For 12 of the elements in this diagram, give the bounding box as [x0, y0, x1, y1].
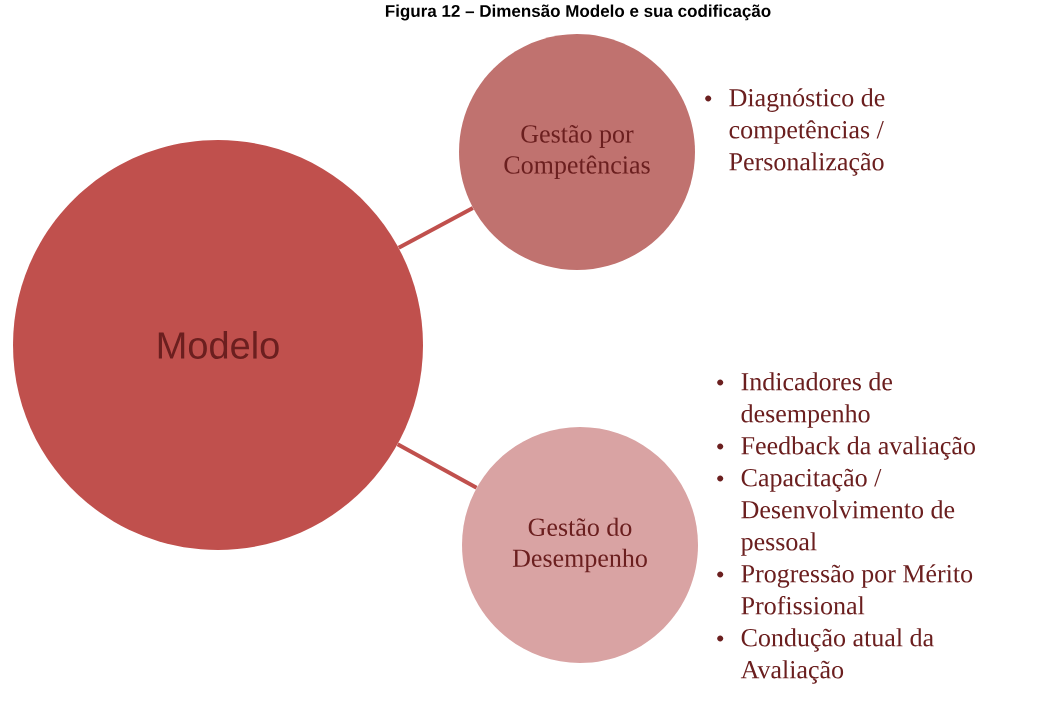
connector-line [396, 442, 478, 490]
bullet-item: Diagnóstico de competências / Personalização [729, 88, 885, 176]
figure-title: Figura 12 – Dimensão Modelo e sua codificação [385, 4, 771, 21]
bullet-item: Indicadores de desempenho [741, 372, 892, 428]
bullet-item: Condução atual da Avaliação [740, 628, 934, 684]
bullet-item: Progressão por Mérito Profissional [741, 564, 973, 615]
bullet-item: Capacitação / Desenvolvimento de pessoal [741, 468, 955, 556]
circle-node: Modelo [13, 140, 423, 550]
connector-line [397, 206, 474, 250]
circle-node: Gestão por Competências [459, 34, 695, 270]
circle-node: Gestão do Desempenho [462, 427, 698, 663]
bullet-item: Feedback da avaliação [741, 436, 975, 460]
